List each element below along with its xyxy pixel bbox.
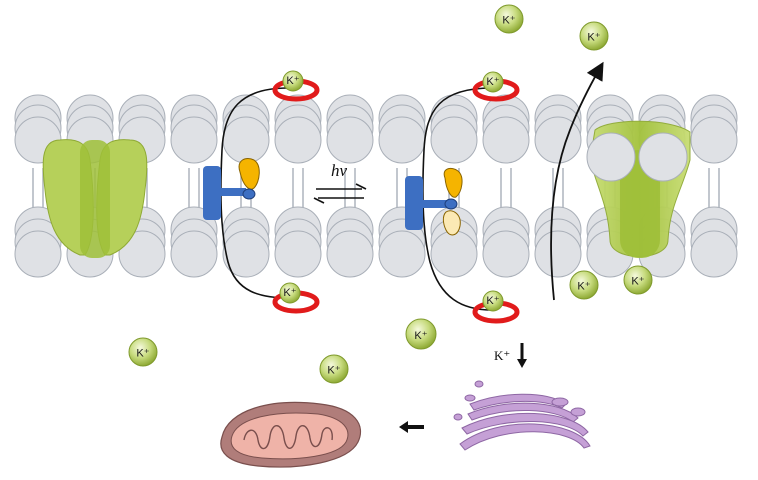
k-ion-label: K⁺ xyxy=(587,31,600,43)
k-ion-label: K⁺ xyxy=(283,287,296,299)
lipid-head xyxy=(274,230,322,278)
lipid-head xyxy=(534,230,582,278)
ion-channel-left-icon xyxy=(42,139,148,258)
lipid-head xyxy=(482,230,530,278)
k-ion-label: K⁺ xyxy=(631,275,644,287)
lipid-head xyxy=(14,230,62,278)
lipid-head xyxy=(170,116,218,164)
k-ion-icon: K⁺ xyxy=(494,4,524,34)
k-ion-label: K⁺ xyxy=(486,76,499,88)
k-ion-icon: K⁺ xyxy=(623,265,653,295)
lipid-head xyxy=(118,230,166,278)
transport-arrow xyxy=(550,61,604,301)
k-ion-icon: K⁺ xyxy=(279,282,301,304)
lipid-head xyxy=(534,116,582,164)
k-ion-icon: K⁺ xyxy=(482,71,504,93)
light-switch-arrows: hν xyxy=(313,161,367,204)
k-ion-icon: K⁺ xyxy=(319,354,349,384)
k-flux-indicator: K⁺ xyxy=(494,343,527,368)
lipid-head xyxy=(222,116,270,164)
lipid-head xyxy=(430,230,478,278)
k-ion-icon: K⁺ xyxy=(482,290,504,312)
k-ion-icon: K⁺ xyxy=(569,270,599,300)
k-ion-label: K⁺ xyxy=(577,280,590,292)
mitochondrion-icon xyxy=(220,401,362,468)
k-ion-icon: K⁺ xyxy=(282,70,304,92)
lipid-head xyxy=(274,116,322,164)
k-ion-label: K⁺ xyxy=(286,75,299,87)
k-ion-label: K⁺ xyxy=(486,295,499,307)
k-flux-label: K⁺ xyxy=(494,348,510,363)
k-ion-icon: K⁺ xyxy=(579,21,609,51)
lipid-head xyxy=(690,230,738,278)
k-ion-label: K⁺ xyxy=(414,330,427,342)
azobenzene-switch-trans-icon xyxy=(203,87,291,299)
lipid-head xyxy=(482,116,530,164)
lipid-head xyxy=(378,230,426,278)
k-ion-group: K⁺ K⁺ K⁺ K⁺ K⁺ K⁺ K⁺ K⁺ K⁺ K⁺ K⁺ xyxy=(128,4,653,384)
light-label: hν xyxy=(331,161,348,180)
lipid-bilayer xyxy=(14,94,738,278)
golgi-icon xyxy=(453,380,591,451)
lipid-head xyxy=(222,230,270,278)
golgi-to-mito-arrow xyxy=(399,421,424,433)
k-ion-icon: K⁺ xyxy=(128,337,158,367)
k-ion-label: K⁺ xyxy=(502,14,515,26)
k-ion-label: K⁺ xyxy=(327,364,340,376)
ion-channel-right-icon xyxy=(586,120,691,258)
lipid-head xyxy=(170,230,218,278)
lipid-head xyxy=(378,116,426,164)
lipid-head xyxy=(326,116,374,164)
lipid-head xyxy=(430,116,478,164)
lipid-head xyxy=(690,116,738,164)
k-ion-icon: K⁺ xyxy=(405,318,437,350)
k-ion-label: K⁺ xyxy=(136,347,149,359)
azobenzene-switch-cis-icon xyxy=(405,87,493,311)
lipid-head xyxy=(326,230,374,278)
